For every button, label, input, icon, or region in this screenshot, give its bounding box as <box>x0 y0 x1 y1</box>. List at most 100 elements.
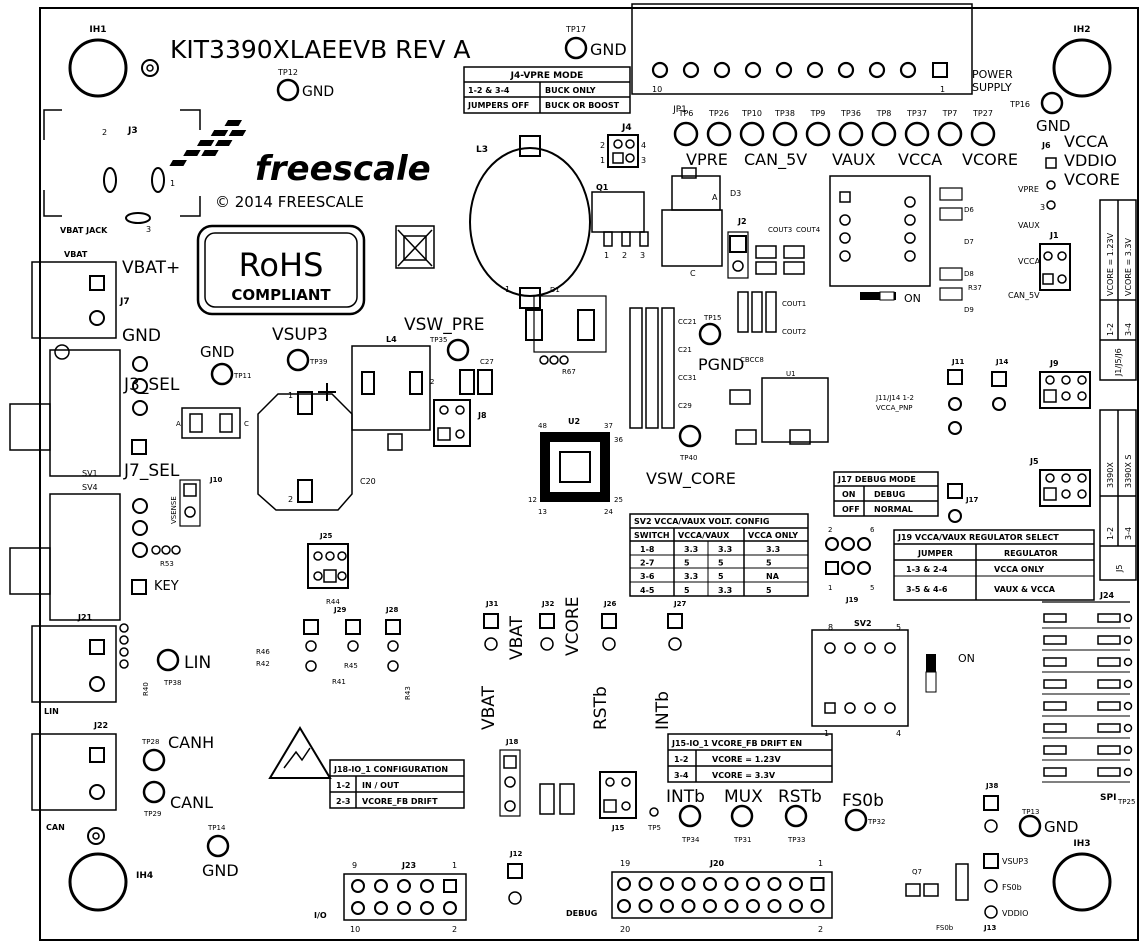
svg-text:J4-VPRE MODE: J4-VPRE MODE <box>510 71 584 81</box>
svg-text:C: C <box>690 269 696 278</box>
svg-text:COUT3: COUT3 <box>768 226 792 234</box>
sv2-table-cell: 5 <box>766 559 772 568</box>
svg-text:J20: J20 <box>709 859 725 868</box>
testpoint <box>970 121 996 147</box>
svg-text:C20: C20 <box>360 477 376 486</box>
j20-pin <box>746 899 760 913</box>
j24-pin <box>1123 723 1133 733</box>
jumper-j10: J10 VSENSE <box>170 476 222 527</box>
j24-pad <box>1043 745 1067 755</box>
svg-text:L3: L3 <box>476 145 488 155</box>
sv2-table-cell: 3-6 <box>640 572 655 581</box>
svg-text:VBAT: VBAT <box>64 250 88 259</box>
svg-text:J10: J10 <box>209 476 222 484</box>
svg-text:1: 1 <box>604 251 609 260</box>
testpoint-label: TP7 <box>942 109 958 118</box>
svg-text:1: 1 <box>600 156 605 165</box>
svg-text:BUCK ONLY: BUCK ONLY <box>545 86 596 95</box>
svg-text:J19 VCCA/VAUX REGULATOR SELECT: J19 VCCA/VAUX REGULATOR SELECT <box>897 533 1059 542</box>
jumper-j25: J25 <box>307 532 349 589</box>
j24-pad <box>1043 679 1067 689</box>
j24-pad <box>1043 657 1067 667</box>
svg-text:4: 4 <box>896 729 901 738</box>
jp1-pin <box>682 61 700 79</box>
switches-sv1-sv4: J3_SEL J7_SEL SV1 SV4 KEY R53 <box>9 344 181 621</box>
svg-text:NORMAL: NORMAL <box>874 505 913 514</box>
sv2-table-cell: 5 <box>718 572 724 581</box>
testpoint <box>871 121 897 147</box>
svg-text:COUT4: COUT4 <box>796 226 821 234</box>
svg-text:GND: GND <box>1036 117 1070 135</box>
jumper-j15: J15 TP5 <box>539 771 661 832</box>
testpoint <box>937 121 963 147</box>
svg-text:VSUP3: VSUP3 <box>272 325 328 345</box>
svg-text:VCORE = 1.23V: VCORE = 1.23V <box>712 755 782 764</box>
testpoint-tp13: GND TP13 <box>1018 808 1078 838</box>
freescale-wordmark: freescale <box>255 149 431 189</box>
svg-text:VSENSE: VSENSE <box>170 496 178 524</box>
svg-text:U2: U2 <box>568 417 580 426</box>
testpoint <box>805 121 831 147</box>
jumper-j8: J8 <box>387 399 487 451</box>
board-outline <box>39 7 1139 941</box>
j24-pad <box>1097 723 1121 733</box>
svg-text:3-4: 3-4 <box>1124 527 1133 540</box>
svg-text:VCCA ONLY: VCCA ONLY <box>994 565 1044 574</box>
svg-text:SV2: SV2 <box>854 619 872 628</box>
svg-text:TP14: TP14 <box>207 824 226 832</box>
transistor-q7: Q7 FS0b <box>905 863 969 932</box>
svg-text:COMPLIANT: COMPLIANT <box>231 286 331 304</box>
svg-text:VBAT: VBAT <box>479 685 499 730</box>
svg-text:OFF: OFF <box>842 505 860 514</box>
svg-text:24: 24 <box>604 508 613 516</box>
svg-text:J15-IO_1 VCORE_FB DRIFT EN: J15-IO_1 VCORE_FB DRIFT EN <box>671 739 802 748</box>
j24-pin <box>1123 635 1133 645</box>
svg-text:J27: J27 <box>673 600 686 608</box>
svg-text:RoHS: RoHS <box>239 246 324 284</box>
testpoints-can: TP28 CANH CANL TP29 <box>141 733 214 818</box>
svg-text:TP28: TP28 <box>141 738 159 746</box>
svg-text:2-3: 2-3 <box>336 797 350 806</box>
sv2-table-cell: 3.3 <box>718 545 732 554</box>
j20-pin <box>617 877 631 891</box>
j23-pin <box>443 879 457 893</box>
svg-text:VAUX & VCCA: VAUX & VCCA <box>994 585 1056 594</box>
testpoint-tp12: TP12 GND <box>276 68 334 102</box>
svg-text:R42: R42 <box>256 660 270 668</box>
svg-text:3: 3 <box>1040 203 1045 212</box>
svg-text:TP29: TP29 <box>143 810 161 818</box>
capacitor-c27: C27 <box>459 358 494 395</box>
svg-text:INTb: INTb <box>666 787 705 807</box>
svg-text:GND: GND <box>302 84 334 100</box>
j20-pin <box>724 899 739 913</box>
svg-text:J22: J22 <box>93 721 108 730</box>
testpoint-label: TP27 <box>972 109 993 118</box>
svg-text:TP39: TP39 <box>309 358 327 366</box>
freescale-logo: freescale © 2014 FREESCALE <box>169 120 431 211</box>
svg-text:FS0b: FS0b <box>936 924 954 932</box>
svg-text:POWER: POWER <box>972 68 1013 81</box>
j24-pin <box>1123 613 1133 623</box>
jp1-pin <box>775 61 793 79</box>
svg-text:I/O: I/O <box>314 911 327 920</box>
j20-pin <box>767 877 782 891</box>
svg-text:J15: J15 <box>611 824 624 832</box>
svg-text:J5: J5 <box>1029 457 1039 466</box>
svg-text:VCORE = 1.23V: VCORE = 1.23V <box>1106 232 1115 296</box>
svg-text:R37: R37 <box>968 284 982 292</box>
svg-text:VSW_PRE: VSW_PRE <box>404 315 485 335</box>
svg-text:VCCA/VAUX: VCCA/VAUX <box>678 531 730 540</box>
testpoint-tp33: RSTb TP33 <box>778 787 822 844</box>
header-j23-io: 9 J23 1 10 2 I/O <box>314 861 467 934</box>
j24-pin <box>1123 701 1133 711</box>
svg-text:FS0b: FS0b <box>842 791 884 811</box>
svg-text:DEBUG: DEBUG <box>566 909 597 918</box>
weee-icon <box>395 225 435 269</box>
svg-text:2: 2 <box>622 251 627 260</box>
svg-text:TP38: TP38 <box>163 679 181 687</box>
ih3-label: IH3 <box>1073 839 1090 849</box>
connector-j21-lin: J21 LIN LIN TP38 R40 <box>31 613 211 716</box>
svg-text:INTb: INTb <box>653 691 673 730</box>
